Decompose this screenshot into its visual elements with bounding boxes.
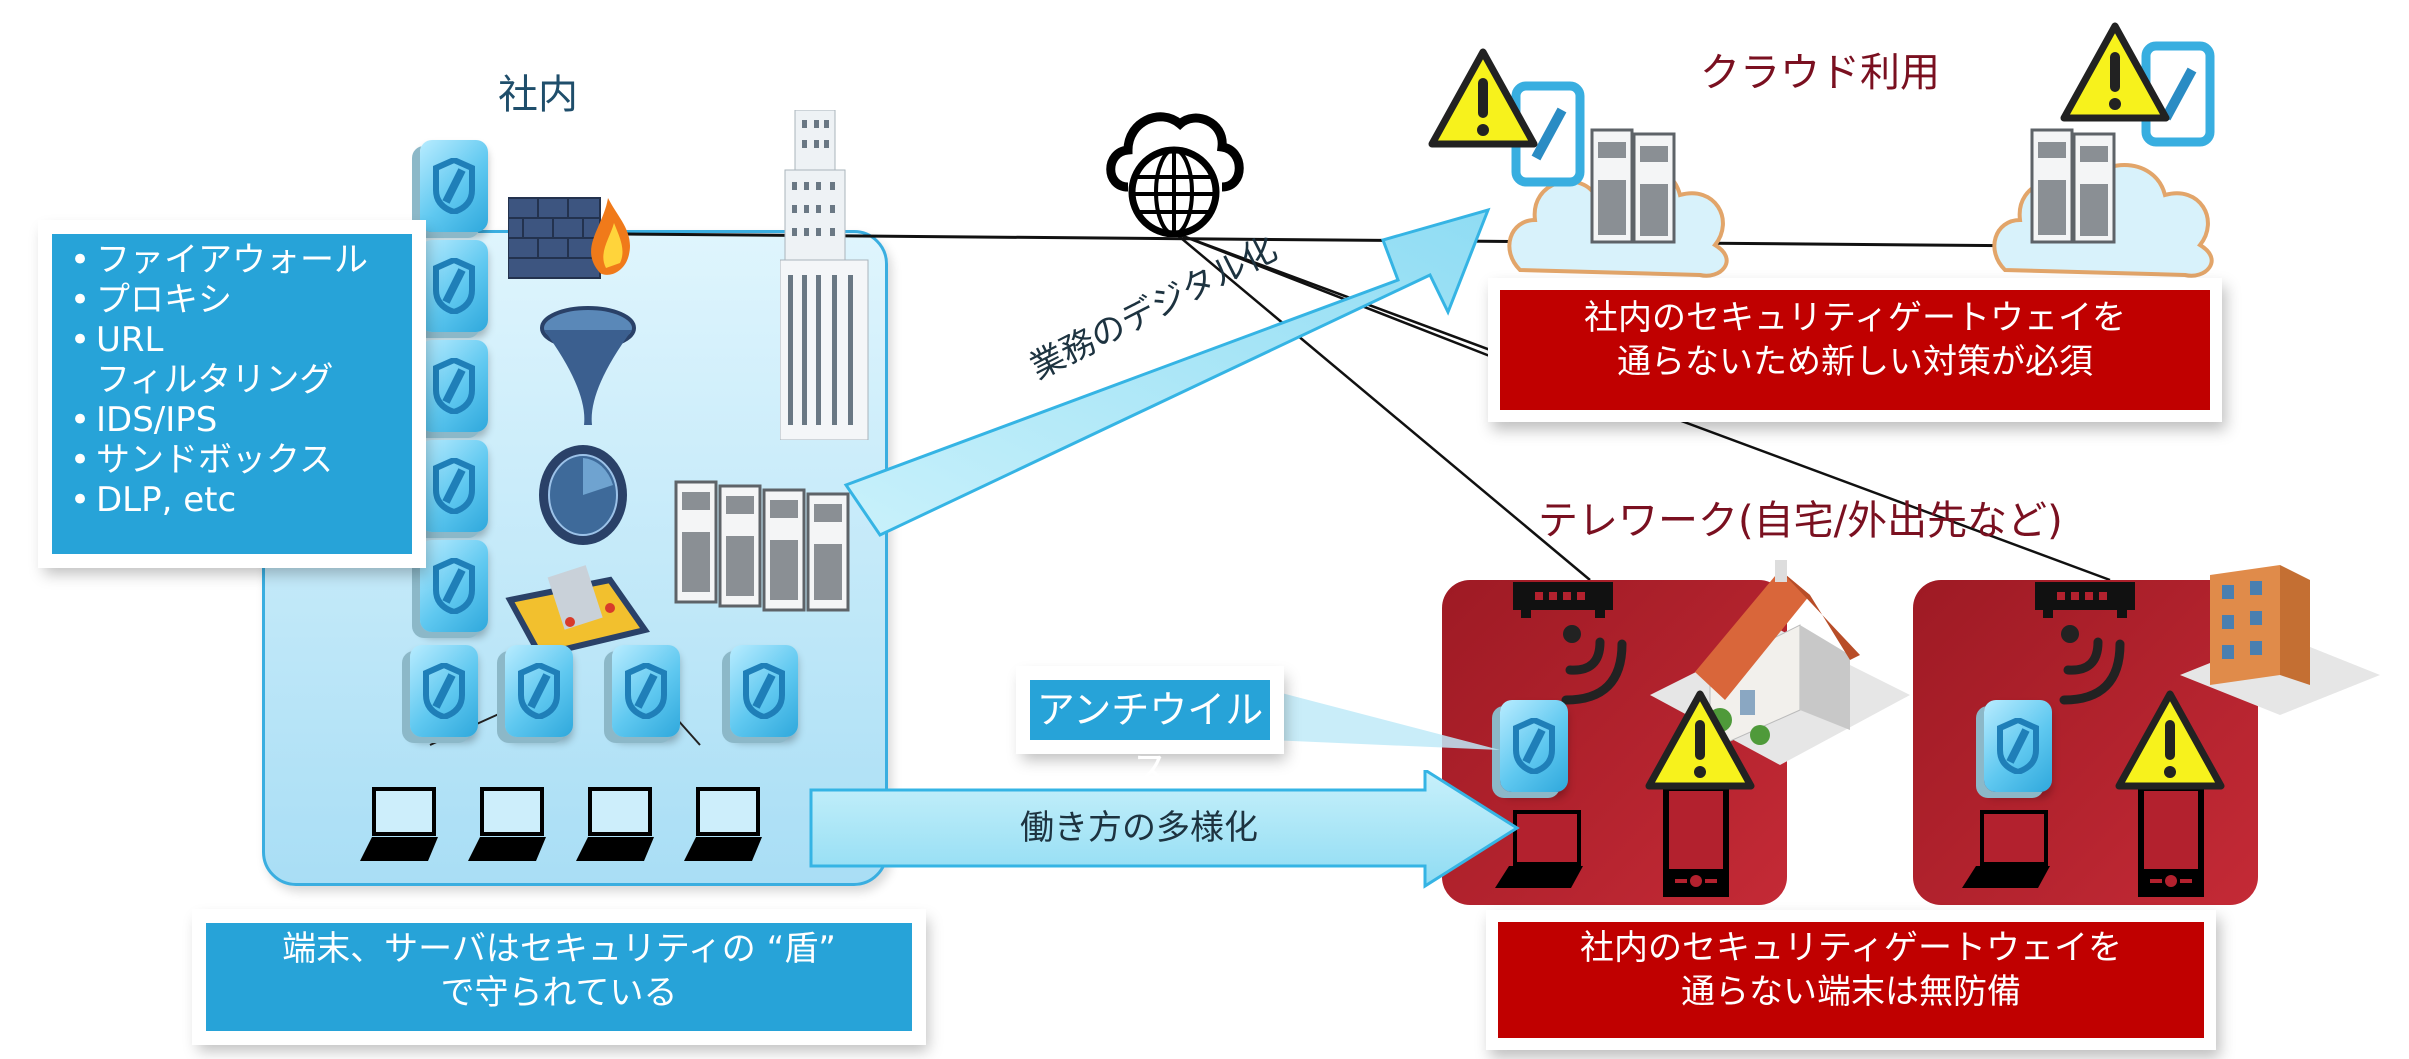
smartphone-icon xyxy=(2138,785,2204,901)
wifi-icon xyxy=(2058,620,2148,724)
warning-icon xyxy=(2115,690,2225,794)
server-icon xyxy=(2030,120,2120,249)
work-style-arrow xyxy=(805,767,1525,894)
feature-item: •URL xyxy=(70,320,164,360)
telework-title: テレワーク(自宅/外出先など) xyxy=(1538,498,2063,544)
shield-device-icon xyxy=(410,645,478,737)
shield-device-icon xyxy=(420,440,488,532)
shield-device-icon xyxy=(1984,700,2052,792)
internal-caption-line: 端末、サーバはセキュリティの “盾” xyxy=(282,929,836,969)
shield-device-icon xyxy=(420,340,488,432)
internal-caption-box: 端末、サーバはセキュリティの “盾” で守られている xyxy=(206,923,912,1031)
shield-device-icon xyxy=(1500,700,1568,792)
server-icon xyxy=(1590,120,1680,249)
building-icon xyxy=(779,109,870,441)
warning-icon xyxy=(2060,22,2170,126)
work-style-arrow-label: 働き方の多様化 xyxy=(1020,808,1258,848)
shield-device-icon xyxy=(420,140,488,232)
line-internet-to-telework-home xyxy=(1174,232,1591,581)
cloud-title: クラウド利用 xyxy=(1700,50,1940,96)
shield-device-icon xyxy=(420,540,488,632)
laptop-icon xyxy=(684,787,764,866)
feature-item: •サンドボックス xyxy=(70,440,333,480)
security-features-box: •ファイアウォール •プロキシ •URL フィルタリング •IDS/IPS •サ… xyxy=(52,234,412,554)
warning-icon xyxy=(1645,690,1755,794)
telework-warning-line: 通らない端末は無防備 xyxy=(1681,972,2021,1012)
feature-item: •IDS/IPS xyxy=(70,400,218,440)
line-internet-diagonal xyxy=(1174,231,1501,362)
house-icon xyxy=(1650,560,1910,774)
wifi-icon xyxy=(1560,620,1650,724)
firewall-icon xyxy=(507,188,638,292)
warning-icon xyxy=(1428,48,1538,152)
shield-device-icon xyxy=(730,645,798,737)
server-rack-icon xyxy=(672,462,872,616)
shield-device-icon xyxy=(612,645,680,737)
shield-device-icon xyxy=(420,240,488,332)
feature-item: •DLP, etc xyxy=(70,480,237,520)
router-icon xyxy=(1513,582,1613,622)
router-icon xyxy=(2035,582,2135,622)
laptop-icon xyxy=(1495,810,1585,894)
shield-device-icon xyxy=(505,645,573,737)
smartphone-icon xyxy=(1663,785,1729,901)
cloud-warning-line: 通らないため新しい対策が必須 xyxy=(1617,342,2093,382)
antivirus-callout-pointer xyxy=(1270,690,1510,774)
cloud-warning-box: 社内のセキュリティゲートウェイを 通らないため新しい対策が必須 xyxy=(1500,290,2210,410)
cloud-globe-icon xyxy=(1100,102,1250,241)
cloud-warning-line: 社内のセキュリティゲートウェイを xyxy=(1584,298,2126,338)
internal-title: 社内 xyxy=(498,72,578,118)
apartment-icon xyxy=(2180,565,2409,729)
filter-funnel-icon xyxy=(538,300,638,444)
laptop-icon xyxy=(360,787,440,866)
telework-warning-box: 社内のセキュリティゲートウェイを 通らない端末は無防備 xyxy=(1498,922,2204,1038)
antivirus-callout: アンチウイルス xyxy=(1030,680,1270,792)
feature-item: フィルタリング xyxy=(96,360,334,400)
internal-caption-line: で守られている xyxy=(440,973,678,1013)
radar-icon xyxy=(535,440,630,554)
security-features-list: •ファイアウォール •プロキシ •URL フィルタリング •IDS/IPS •サ… xyxy=(52,234,412,520)
antivirus-label: アンチウイルス xyxy=(1036,688,1264,792)
laptop-icon xyxy=(468,787,548,866)
feature-item: •プロキシ xyxy=(70,280,232,320)
laptop-icon xyxy=(1962,810,2052,894)
sandbox-icon xyxy=(500,560,650,664)
telework-warning-line: 社内のセキュリティゲートウェイを xyxy=(1580,928,2122,968)
laptop-icon xyxy=(576,787,656,866)
digitalization-arrow xyxy=(838,200,1498,544)
feature-item: •ファイアウォール xyxy=(70,240,368,280)
